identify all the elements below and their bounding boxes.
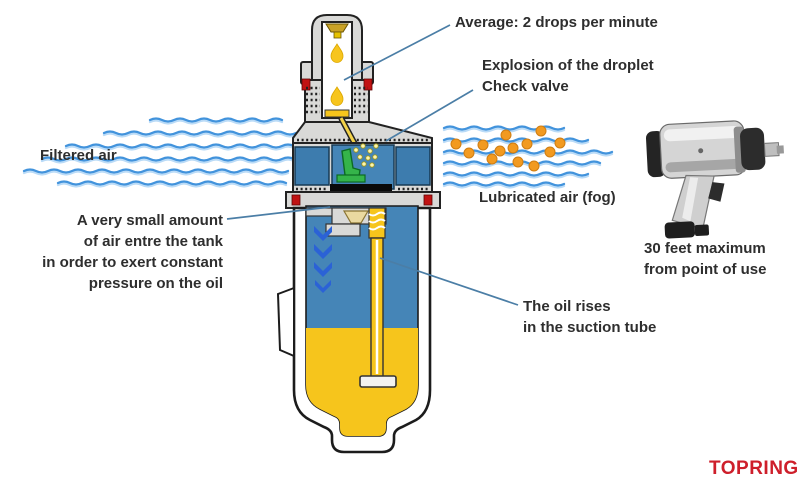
tank-side-tab [276,286,295,358]
seal-left-icon [301,78,311,91]
label-explosion-check-valve: Explosion of the droplet Check valve [482,55,654,97]
label-filtered-air: Filtered air [40,147,117,164]
label-oil-rises: The oil rises in the suction tube [523,296,656,338]
label-distance: 30 feet maximum from point of use [644,238,767,280]
label-oil-rises-line2: in the suction tube [523,319,657,336]
oil-drop-icon [330,86,344,106]
air-outlet-passage [395,146,431,186]
drip-nozzle-icon [325,23,349,33]
valve-cone-icon [342,210,370,224]
air-inlet-passage [294,146,330,186]
leader-lines [226,24,519,306]
oil-fog-droplets-icon [450,125,566,172]
label-explosion-line1: Explosion of the droplet [482,57,654,74]
droplet-spray-icon [353,143,379,168]
lubricated-air-stream-icon [442,125,614,187]
label-lubricated-air: Lubricated air (fog) [479,189,616,206]
label-explosion-line2: Check valve [482,78,569,95]
label-tank-pressure-line2: of air entre the tank [83,233,223,250]
impact-wrench-icon [645,120,784,239]
suction-tube-foot [359,375,397,388]
label-tank-pressure-line1: A very small amount [76,212,223,229]
topring-logo: TOPRING [709,458,799,479]
label-distance-line1: 30 feet maximum [644,240,766,257]
label-tank-pressure: A very small amount of air entre the tan… [18,210,223,294]
lubricator-device [276,14,441,454]
air-pressure-arrows-icon [314,226,332,293]
oil-drop-icon [330,43,344,63]
label-oil-rises-line1: The oil rises [523,298,611,315]
filtered-air-stream-icon [22,117,298,186]
seal-bar [330,184,392,192]
label-distance-line2: from point of use [644,261,767,278]
label-tank-pressure-line3: in order to exert constant [42,254,223,271]
seal-right-icon [363,78,373,91]
label-average-drops: Average: 2 drops per minute [455,14,658,31]
label-tank-pressure-line4: pressure on the oil [88,275,223,292]
